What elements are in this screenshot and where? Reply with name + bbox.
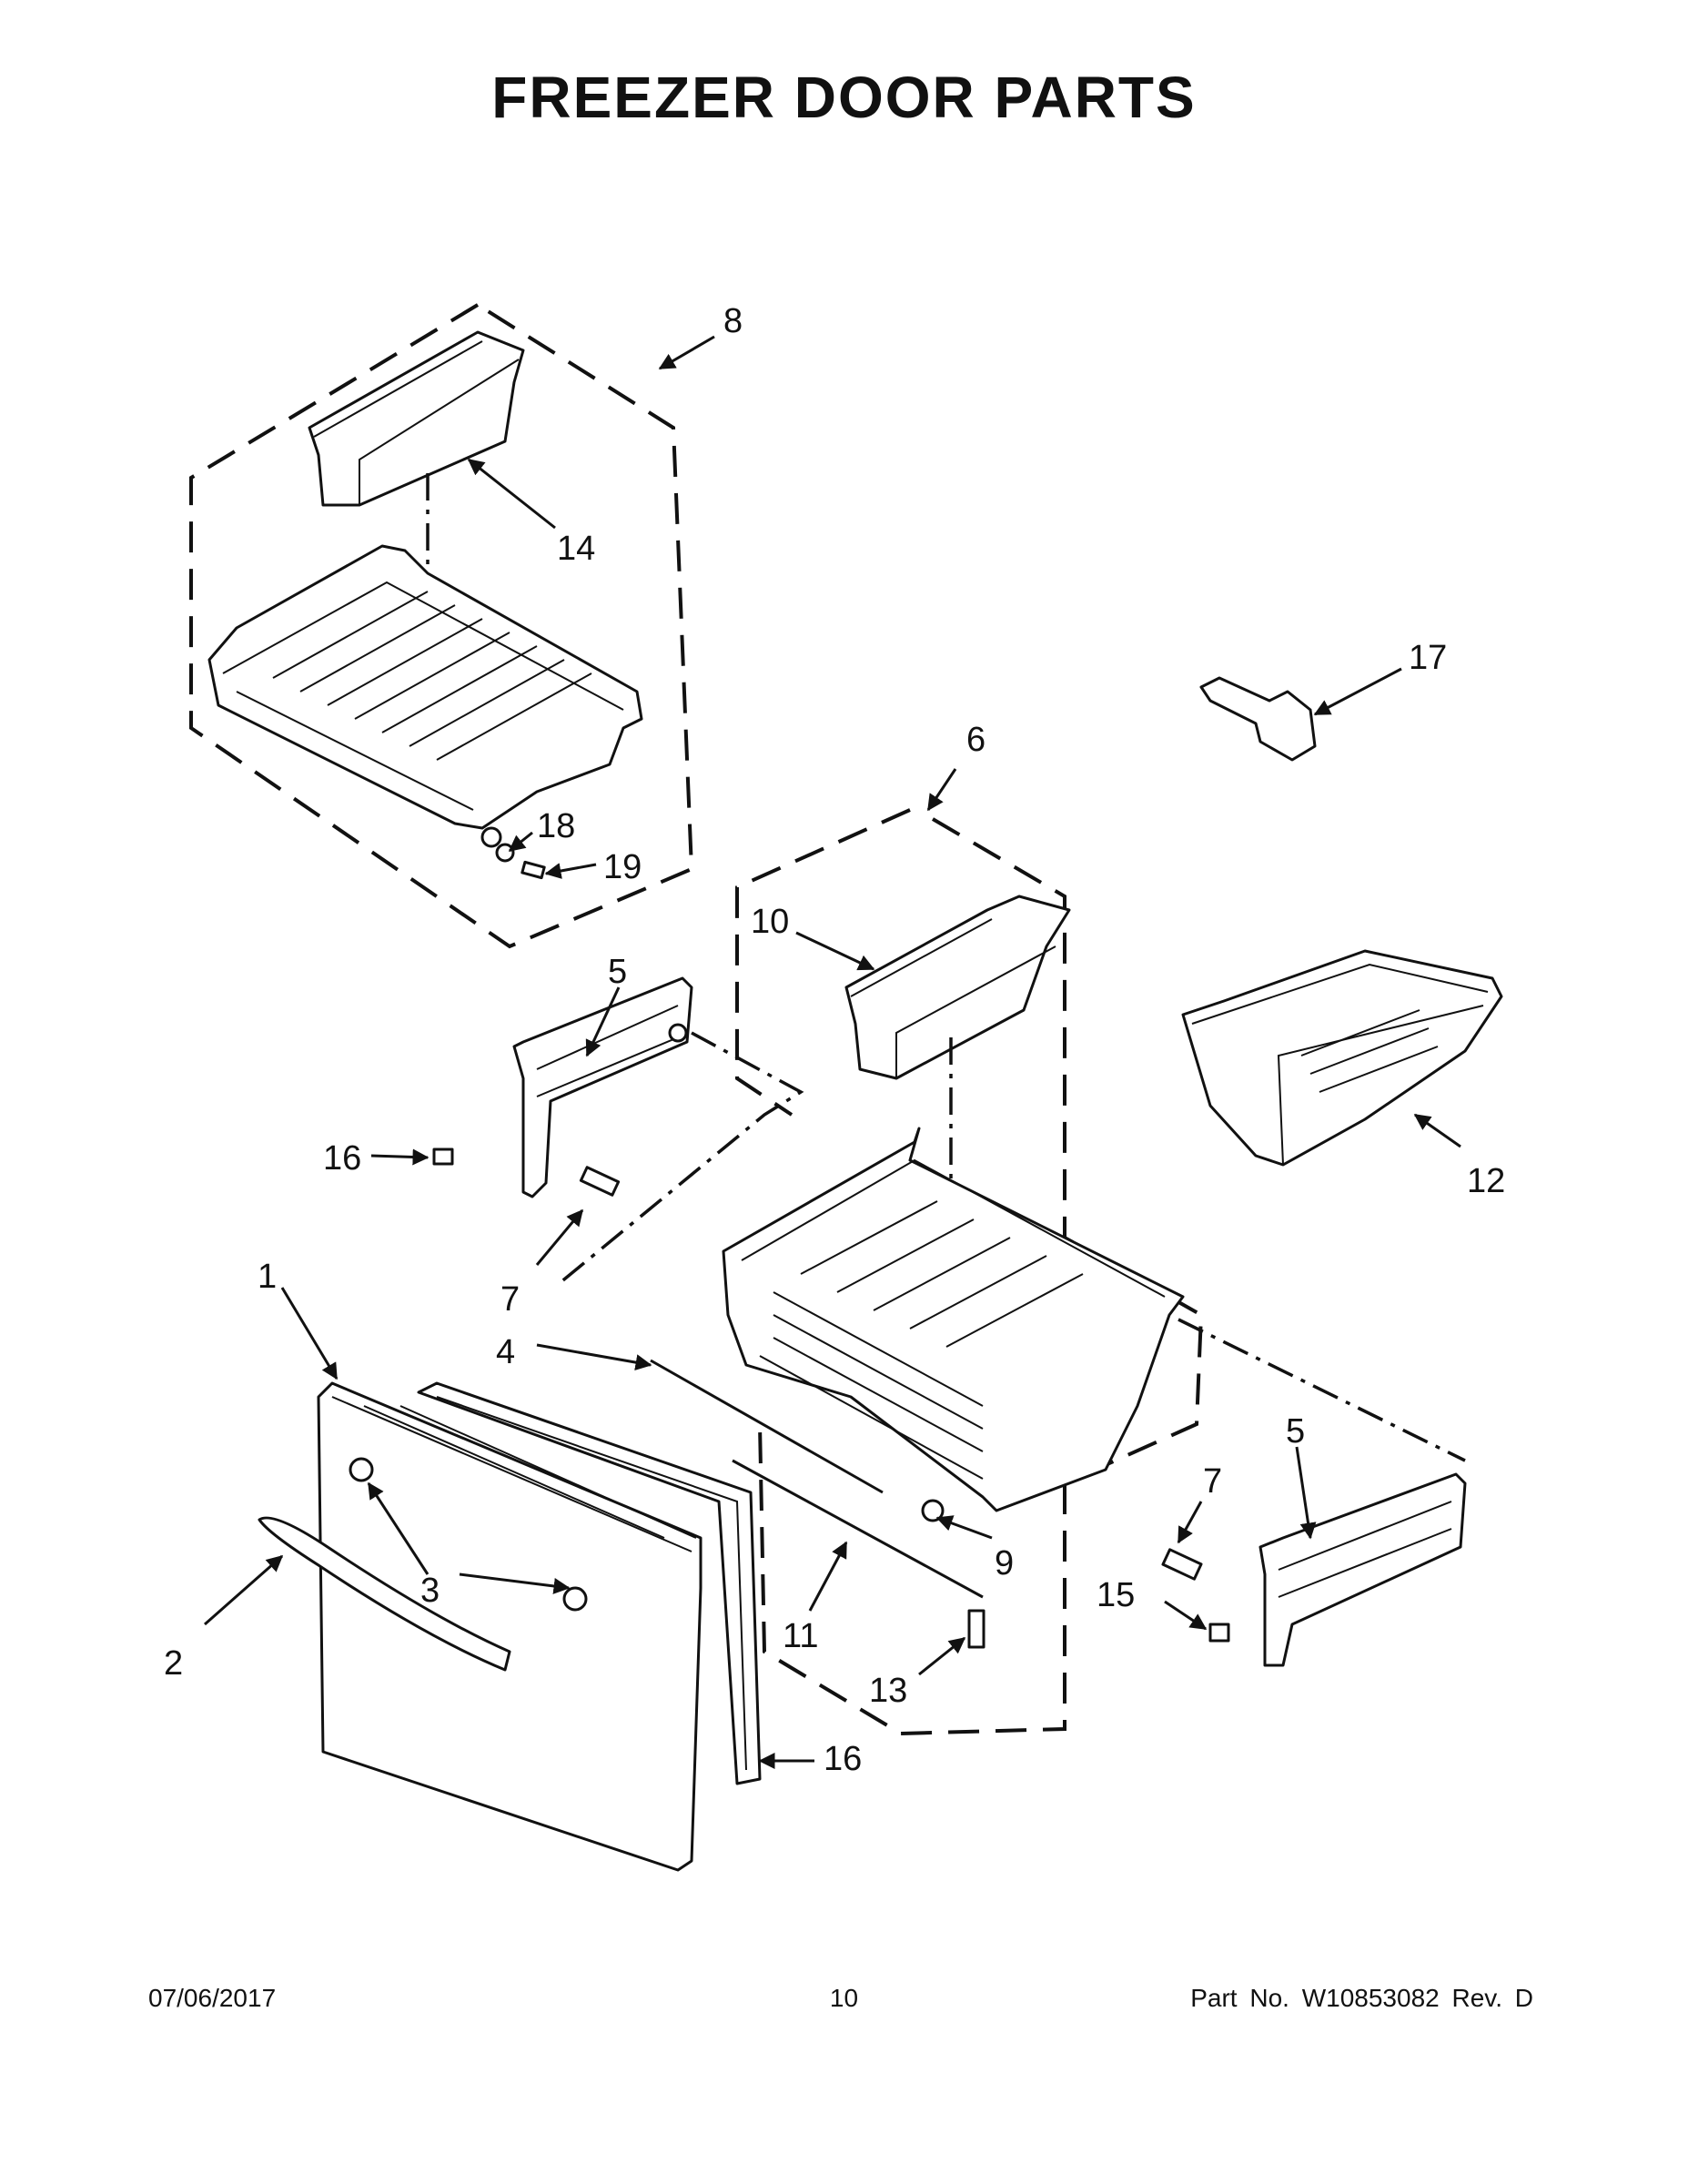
leader-lines bbox=[204, 335, 1461, 1769]
callout-9: 9 bbox=[995, 1544, 1014, 1582]
callout-7-left: 7 bbox=[500, 1280, 520, 1319]
callout-18: 18 bbox=[537, 807, 575, 845]
part-2-handle bbox=[258, 1516, 511, 1672]
footer-date: 07/06/2017 bbox=[148, 1984, 277, 2012]
callout-2: 2 bbox=[164, 1644, 183, 1683]
part-19-fastener bbox=[521, 860, 546, 880]
lower-drawer-basket bbox=[722, 1127, 1185, 1512]
callout-3: 3 bbox=[420, 1572, 440, 1610]
callout-12: 12 bbox=[1467, 1162, 1505, 1200]
callout-17: 17 bbox=[1409, 639, 1447, 677]
part-16-clip-left bbox=[432, 1148, 454, 1166]
part-5-right-rail bbox=[1258, 1472, 1467, 1667]
callout-16-left: 16 bbox=[323, 1139, 361, 1178]
callout-16-right: 16 bbox=[824, 1740, 862, 1778]
upper-basket bbox=[207, 544, 643, 848]
callout-6: 6 bbox=[966, 721, 986, 759]
part-17-ice-scoop bbox=[1199, 676, 1317, 762]
callout-13: 13 bbox=[869, 1672, 907, 1710]
part-7-screw-right bbox=[1161, 1548, 1203, 1581]
part-15-clip bbox=[1208, 1623, 1230, 1643]
callout-11: 11 bbox=[783, 1617, 818, 1655]
callout-7-right: 7 bbox=[1203, 1462, 1222, 1501]
part-16-door-gasket bbox=[417, 1381, 762, 1785]
callout-14: 14 bbox=[557, 530, 595, 568]
callout-4: 4 bbox=[496, 1333, 515, 1371]
part-1-door-panel bbox=[317, 1381, 702, 1872]
part-13-screw bbox=[967, 1609, 986, 1649]
callout-1: 1 bbox=[258, 1258, 277, 1296]
part-10-small-bin bbox=[844, 895, 1071, 1420]
page-title: FREEZER DOOR PARTS bbox=[491, 65, 1197, 130]
part-3-knob-lower bbox=[562, 1586, 588, 1612]
part-18-fastener bbox=[495, 843, 515, 863]
callout-10: 10 bbox=[751, 903, 789, 941]
callout-labels: 8 14 17 6 18 19 10 5 12 16 7 1 4 3 2 9 1… bbox=[164, 302, 1505, 1778]
callout-19: 19 bbox=[603, 848, 642, 886]
callout-15: 15 bbox=[1097, 1576, 1135, 1614]
callout-8: 8 bbox=[723, 302, 743, 340]
part-11-rod bbox=[732, 1459, 984, 1599]
footer-page-number: 10 bbox=[829, 1984, 859, 2012]
callout-5-left: 5 bbox=[608, 953, 627, 991]
part-3-knob-upper bbox=[349, 1457, 374, 1482]
part-12-ice-bin bbox=[1181, 949, 1503, 1167]
assembly-8-outline bbox=[189, 302, 694, 949]
callout-5-right: 5 bbox=[1286, 1412, 1305, 1451]
part-7-screw-left bbox=[579, 1166, 621, 1197]
part-5-left-rail bbox=[512, 976, 693, 1198]
part-4-rod bbox=[650, 1359, 884, 1494]
footer-part-number: Part No. W10853082 Rev. D bbox=[1190, 1984, 1533, 2012]
